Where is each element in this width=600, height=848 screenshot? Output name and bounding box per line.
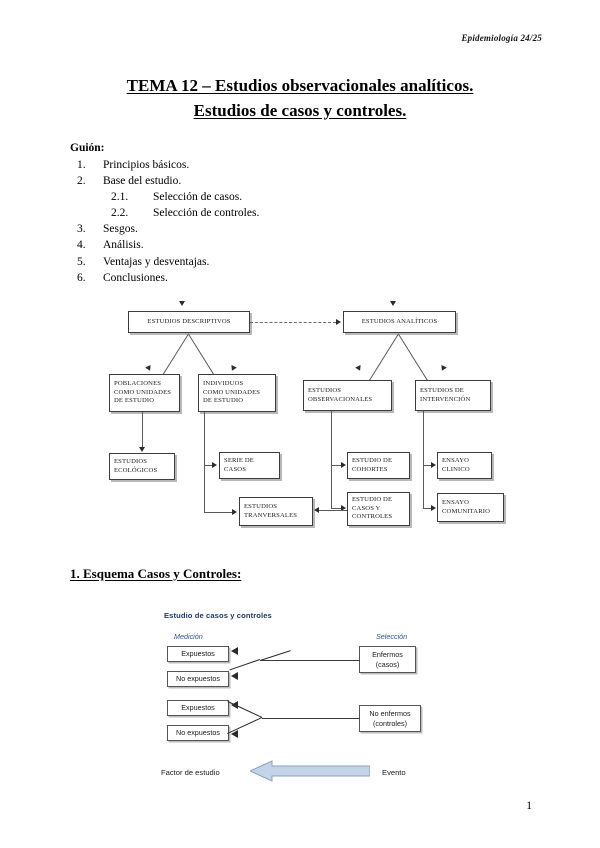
diagram1-dashed-connector xyxy=(250,322,336,323)
diagram2-label-factor-de-estudio: Factor de estudio xyxy=(161,768,220,777)
diagram1-box-ensayo-comunitario: ENSAYO COMUNITARIO xyxy=(437,493,504,522)
left-block-arrow-icon xyxy=(248,760,371,782)
list-item-label: Selección de casos. xyxy=(153,191,243,204)
list-item-number: 2. xyxy=(77,175,86,188)
diagram1-connector-line xyxy=(319,510,347,511)
diagram2-connector-line xyxy=(262,718,360,719)
list-item-number: 3. xyxy=(77,223,86,236)
study-types-taxonomy-diagram: ESTUDIOS DESCRIPTIVOS ESTUDIOS ANALÍTICO… xyxy=(100,300,520,540)
diagram1-box-estudios-ecologicos: ESTUDIOS ECOLÓGICOS xyxy=(109,453,175,480)
diagram1-box-poblaciones-unidades: POBLACIONES COMO UNIDADES DE ESTUDIO xyxy=(109,374,180,412)
diagram1-connector-line xyxy=(204,412,205,512)
diagram1-box-estudios-analiticos: ESTUDIOS ANALÍTICOS xyxy=(343,311,456,333)
diagram1-arrowhead-right xyxy=(232,508,237,515)
list-item-number: 2.2. xyxy=(111,207,129,220)
diagram1-arrowhead-right xyxy=(336,318,341,325)
list-item-number: 4. xyxy=(77,239,86,252)
list-item: 4. Análisis. xyxy=(70,237,259,253)
diagram2-label-seleccion: Selección xyxy=(376,632,408,641)
diagram1-box-serie-de-casos: SERIE DE CASOS xyxy=(219,452,280,479)
diagram1-connector-line xyxy=(331,508,343,509)
list-item-number: 2.1. xyxy=(111,191,129,204)
list-item: 6. Conclusiones. xyxy=(70,270,259,286)
diagram1-arrowhead-down xyxy=(439,364,447,373)
guion-list: 1. Principios básicos. 2. Base del estud… xyxy=(70,157,259,286)
page-title: TEMA 12 – Estudios observacionales analí… xyxy=(0,74,600,123)
diagram1-connector-line xyxy=(423,465,433,466)
diagram1-arrowhead-down xyxy=(229,364,237,373)
diagram1-box-estudio-casos-controles: ESTUDIO DE CASOS Y CONTROLES xyxy=(347,492,410,526)
list-item-label: Principios básicos. xyxy=(103,159,190,171)
diagram2-arrowhead-left xyxy=(231,646,238,655)
list-item-number: 1. xyxy=(77,159,86,171)
diagram2-branch-line xyxy=(229,658,260,671)
diagram2-box-enfermos-casos: Enfermos (casos) xyxy=(359,646,416,673)
list-item-label: Sesgos. xyxy=(103,223,138,236)
diagram2-box-no-expuestos-casos: No expuestos xyxy=(167,671,229,687)
diagram2-arrowhead-left xyxy=(231,700,238,709)
page-number: 1 xyxy=(526,800,532,812)
guion-heading: Guión: xyxy=(70,142,105,154)
diagram1-box-estudios-intervencion: ESTUDIOS DE INTERVENCIÓN xyxy=(415,380,491,411)
diagram2-title: Estudio de casos y controles xyxy=(164,611,272,620)
diagram2-arrowhead-left xyxy=(231,729,238,738)
diagram1-connector-line xyxy=(142,412,143,448)
diagram2-box-no-enfermos-controles: No enfermos (controles) xyxy=(359,705,421,732)
diagram1-connector-line xyxy=(423,411,424,508)
running-head: Epidemiología 24/25 xyxy=(461,33,542,43)
diagram1-box-ensayo-clinico: ENSAYO CLINICO xyxy=(437,452,492,479)
list-item-label: Análisis. xyxy=(103,239,144,252)
diagram1-arrowhead-left xyxy=(314,506,319,513)
diagram1-box-estudio-cohortes: ESTUDIO DE COHORTES xyxy=(347,452,410,479)
diagram1-box-estudios-transversales: ESTUDIOS TRANVERSALES xyxy=(239,497,313,526)
diagram1-box-estudios-observacionales: ESTUDIOS OBSERVACIONALES xyxy=(303,380,392,411)
diagram2-label-medicion: Medición xyxy=(174,632,203,641)
diagram1-box-estudios-descriptivos: ESTUDIOS DESCRIPTIVOS xyxy=(128,311,250,333)
title-line-2: Estudios de casos y controles. xyxy=(193,101,407,120)
list-item-label: Base del estudio. xyxy=(103,175,182,188)
diagram1-connector-line xyxy=(331,465,343,466)
list-item: 5. Ventajas y desventajas. xyxy=(70,254,259,270)
list-item-number: 6. xyxy=(77,271,86,284)
list-item-label: Selección de controles. xyxy=(153,207,260,220)
diagram1-arrowhead-down xyxy=(145,364,153,373)
list-item-label: Conclusiones. xyxy=(103,271,168,284)
section-heading: 1. Esquema Casos y Controles: xyxy=(70,566,242,581)
list-item: 3. Sesgos. xyxy=(70,221,259,237)
list-item: 1. Principios básicos. xyxy=(70,157,259,173)
diagram1-connector-line xyxy=(204,465,214,466)
case-control-schema-diagram: Estudio de casos y controles Medición Se… xyxy=(150,605,460,800)
list-item: 2. Base del estudio. xyxy=(70,173,259,189)
list-item: 2.2. Selección de controles. xyxy=(70,205,259,221)
diagram1-arrowhead-down xyxy=(390,301,396,306)
list-item-number: 5. xyxy=(77,255,86,268)
diagram2-box-expuestos-casos: Expuestos xyxy=(167,646,229,662)
diagram1-arrowhead-right xyxy=(212,461,217,468)
diagram1-arrowhead-right xyxy=(431,461,436,468)
diagram1-arrowhead-down xyxy=(138,447,145,452)
title-line-1: TEMA 12 – Estudios observacionales analí… xyxy=(126,76,474,95)
diagram1-connector-line xyxy=(204,512,234,513)
diagram2-block-arrow-left xyxy=(248,760,371,782)
diagram2-box-no-expuestos-controles: No expuestos xyxy=(167,725,229,741)
list-item: 2.1. Selección de casos. xyxy=(70,189,259,205)
diagram1-arrowhead-down xyxy=(179,301,185,306)
diagram1-arrowhead-right xyxy=(341,504,346,511)
diagram1-connector-line xyxy=(331,411,332,508)
diagram1-branch-line xyxy=(365,333,399,387)
diagram1-connector-line xyxy=(423,508,433,509)
diagram2-arrowhead-left xyxy=(231,671,238,680)
list-item-label: Ventajas y desventajas. xyxy=(103,255,210,268)
diagram2-box-expuestos-controles: Expuestos xyxy=(167,700,229,716)
diagram1-arrowhead-right xyxy=(431,504,436,511)
diagram2-label-evento: Evento xyxy=(382,768,406,777)
diagram1-box-individuos-unidades: INDIVIDUOS COMO UNIDADES DE ESTUDIO xyxy=(198,374,276,412)
diagram2-connector-line xyxy=(260,660,360,661)
diagram1-arrowhead-right xyxy=(341,461,346,468)
diagram1-arrowhead-down xyxy=(355,364,363,373)
